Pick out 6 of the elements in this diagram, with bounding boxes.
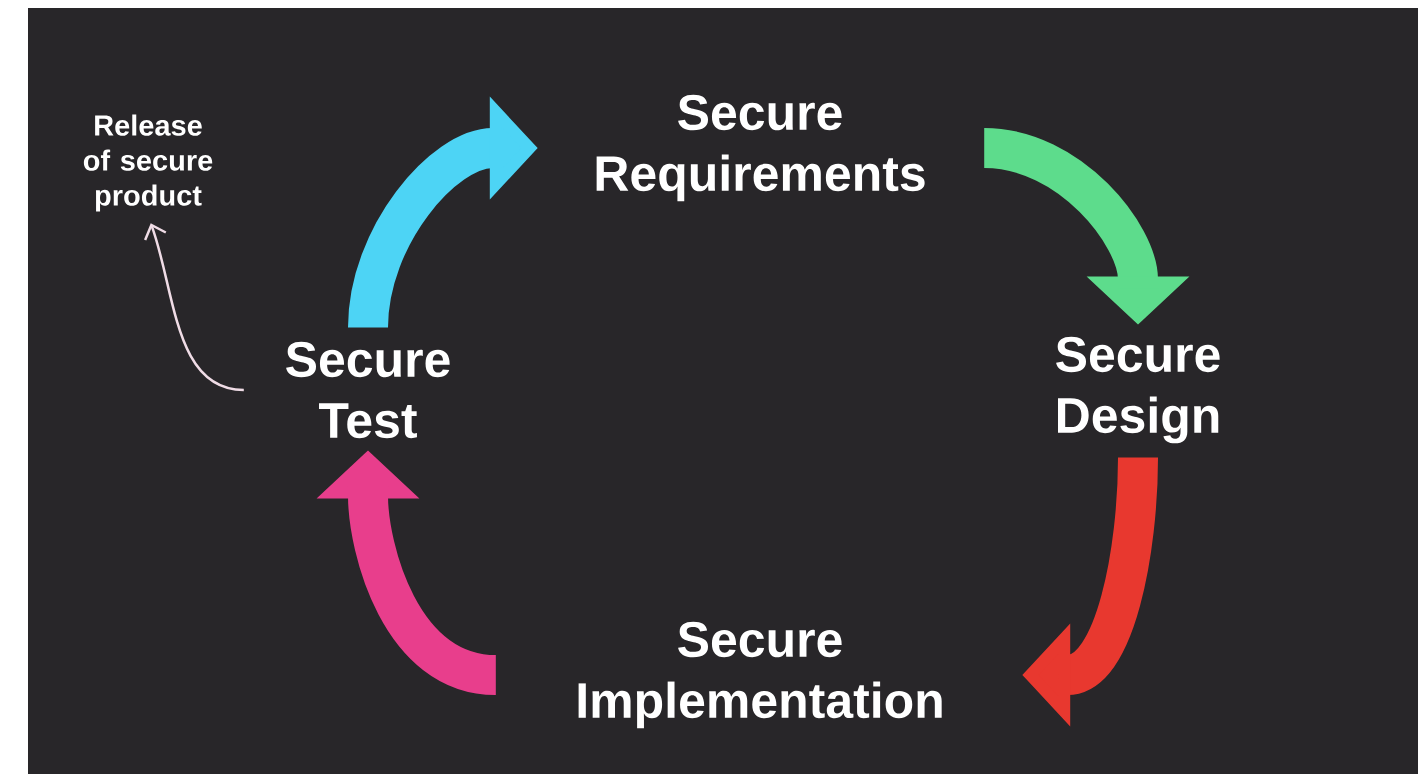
stage-label: Secure Design [1056,336,1220,444]
stage-label: Secure Requirements [596,94,925,202]
stage-label: Secure Implementation [578,621,942,729]
stage-label: Secure Test [286,341,450,439]
stage-label: Release of secure product [83,114,213,212]
thin-arrow [144,223,244,392]
